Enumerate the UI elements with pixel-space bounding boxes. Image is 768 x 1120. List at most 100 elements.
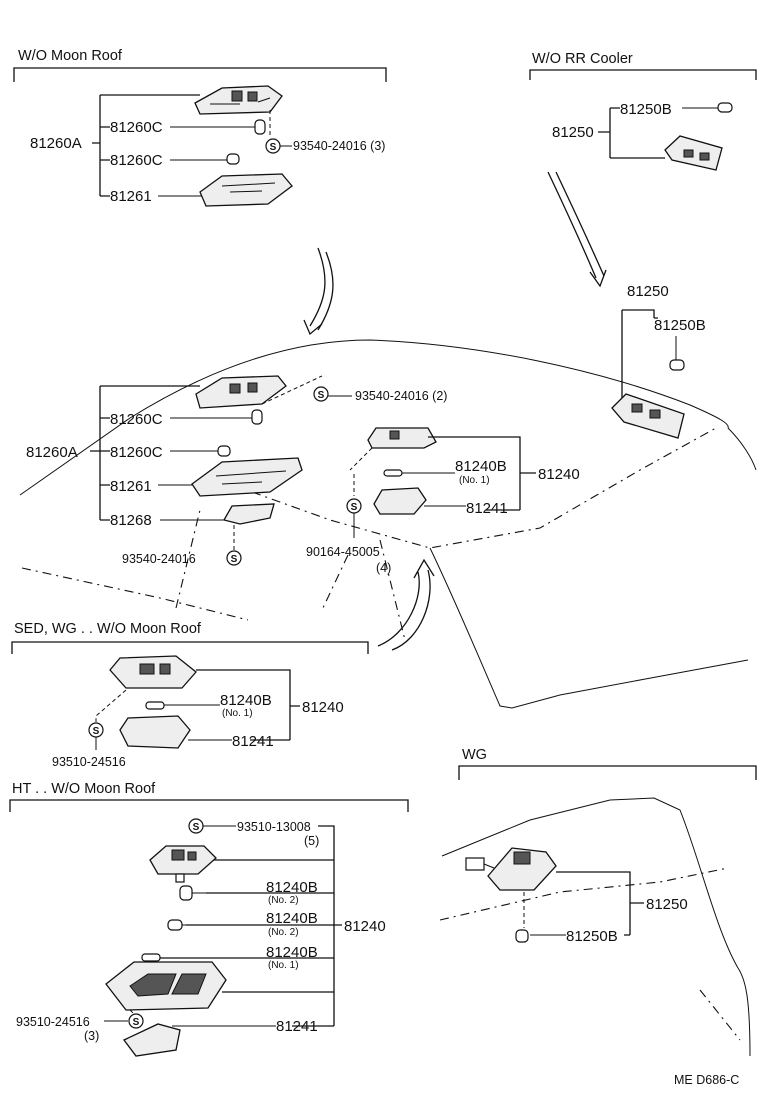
part-label-81260c: 81260C (110, 444, 163, 461)
diagram-code: ME D686-C (674, 1073, 739, 1087)
bulb-icon (254, 119, 266, 135)
section-wg: WG 81250B 81250 (439, 747, 757, 1057)
map-lamp-switch-part (149, 845, 217, 883)
map-lamp-group: 81240 81240B (No. 1) 81241 S 90164-45005… (306, 427, 580, 575)
lamp-base-part (195, 375, 287, 409)
screw-symbol-icon: S (188, 818, 204, 834)
group-bracket-81260a (90, 385, 200, 521)
part-label-81250: 81250 (552, 124, 594, 141)
arrow-curve (377, 569, 431, 651)
svg-text:S: S (351, 502, 358, 513)
part-label-81250b: 81250B (566, 928, 618, 945)
svg-text:S: S (193, 822, 200, 833)
bulb-icon (179, 885, 193, 901)
part-label-81250b: 81250B (620, 101, 672, 118)
section-bracket (13, 67, 387, 82)
lamp-lens-part (199, 173, 293, 207)
part-label-81240b: 81240B (266, 910, 318, 927)
part-label-81241: 81241 (232, 733, 274, 750)
section-title-ht: HT . . W/O Moon Roof (12, 781, 156, 797)
screw-symbol-icon: S (346, 498, 362, 514)
section-wo-moon-roof: W/O Moon Roof 81260A 81260C 81260C 81261… (13, 48, 387, 336)
section-sed-wg: SED, WG . . W/O Moon Roof 81240 81240B (… (11, 621, 369, 769)
map-lamp-lens-part (373, 487, 427, 515)
dashed-leader (95, 689, 127, 722)
arrow-curve (547, 171, 605, 279)
section-title-wo-rr-cooler: W/O RR Cooler (532, 51, 633, 67)
arrow-head-icon (589, 269, 607, 288)
roof-outline (19, 339, 757, 709)
screw-label: 93510-24516 (52, 755, 126, 769)
arrow-head-icon (303, 319, 323, 336)
part-label-81240: 81240 (344, 918, 386, 935)
svg-text:S: S (133, 1017, 140, 1028)
group-bracket-81250 (556, 871, 644, 936)
wg-roof-outline (441, 797, 751, 1057)
lamp-base-part (194, 85, 283, 115)
bulb-note: (No. 1) (222, 708, 253, 719)
part-label-81260c: 81260C (110, 152, 163, 169)
part-label-81260a: 81260A (30, 135, 82, 152)
part-label-81261: 81261 (110, 188, 152, 205)
bulb-note: (No. 2) (268, 895, 299, 906)
section-wo-rr-cooler: W/O RR Cooler 81250 81250B 81250 81250B (529, 51, 757, 439)
part-label-81250: 81250 (627, 283, 669, 300)
part-label-81261: 81261 (110, 478, 152, 495)
part-label-81240b: 81240B (455, 458, 507, 475)
section-bracket (529, 69, 757, 80)
bulb-icon (383, 469, 403, 477)
bulb-icon (145, 701, 165, 710)
part-label-81241: 81241 (276, 1018, 318, 1035)
cargo-lamp-part (465, 847, 557, 891)
screw-symbol-icon: S (313, 386, 329, 402)
screw-symbol-icon: S (265, 138, 281, 154)
bulb-icon (251, 409, 263, 425)
part-label-81240: 81240 (538, 466, 580, 483)
bulb-icon (167, 919, 183, 931)
lamp-lens-part (191, 457, 303, 497)
part-label-81260c: 81260C (110, 119, 163, 136)
section-title-wo-moon-roof: W/O Moon Roof (18, 48, 123, 64)
group-bracket-81240 (428, 436, 536, 511)
bulb-icon (669, 359, 685, 371)
part-label-81250: 81250 (646, 896, 688, 913)
group-bracket-81250 (621, 309, 658, 400)
bulb-icon (226, 153, 240, 165)
dashed-leader (349, 447, 373, 496)
map-lamp-base-part (109, 655, 197, 689)
part-label-81240b: 81240B (266, 879, 318, 896)
bulb-icon (141, 953, 161, 962)
console-lamp-lens-part (123, 1023, 181, 1057)
bulb-icon (217, 445, 231, 457)
cargo-lamp-part (664, 135, 723, 171)
svg-text:S: S (231, 554, 238, 565)
screw-qty: (5) (304, 834, 319, 848)
cargo-lamp-part (611, 393, 685, 439)
svg-text:S: S (93, 726, 100, 737)
console-lamp-housing-part (105, 961, 227, 1011)
map-lamp-base-part (367, 427, 437, 449)
screw-label: 90164-45005 (306, 545, 380, 559)
wg-roof-outline (699, 989, 741, 1041)
main-dome-lamp-group: 81260A 81260C 81260C 81261 81268 S 93540… (26, 375, 447, 566)
svg-text:S: S (270, 142, 277, 153)
section-bracket (458, 765, 757, 780)
map-lamp-lens-part (119, 715, 191, 749)
lamp-cover-part (223, 503, 275, 525)
screw-qty: (4) (376, 561, 391, 575)
section-title-wg: WG (462, 747, 487, 763)
wg-roof-outline (439, 867, 729, 921)
screw-label: 93540-24016 (122, 552, 196, 566)
part-label-81241: 81241 (466, 500, 508, 517)
screw-label: 93540-24016 (2) (355, 389, 447, 403)
bulb-note: (No. 1) (268, 960, 299, 971)
section-ht: HT . . W/O Moon Roof 81240 S 93510-13008… (9, 781, 409, 1057)
screw-label: 93510-24516 (16, 1015, 90, 1029)
part-label-81240b: 81240B (220, 692, 272, 709)
section-bracket (11, 641, 369, 654)
group-bracket-81250 (598, 107, 665, 159)
part-label-81240: 81240 (302, 699, 344, 716)
part-label-81260a: 81260A (26, 444, 78, 461)
screw-qty: (3) (84, 1029, 99, 1043)
section-title-sed-wg: SED, WG . . W/O Moon Roof (14, 621, 202, 637)
